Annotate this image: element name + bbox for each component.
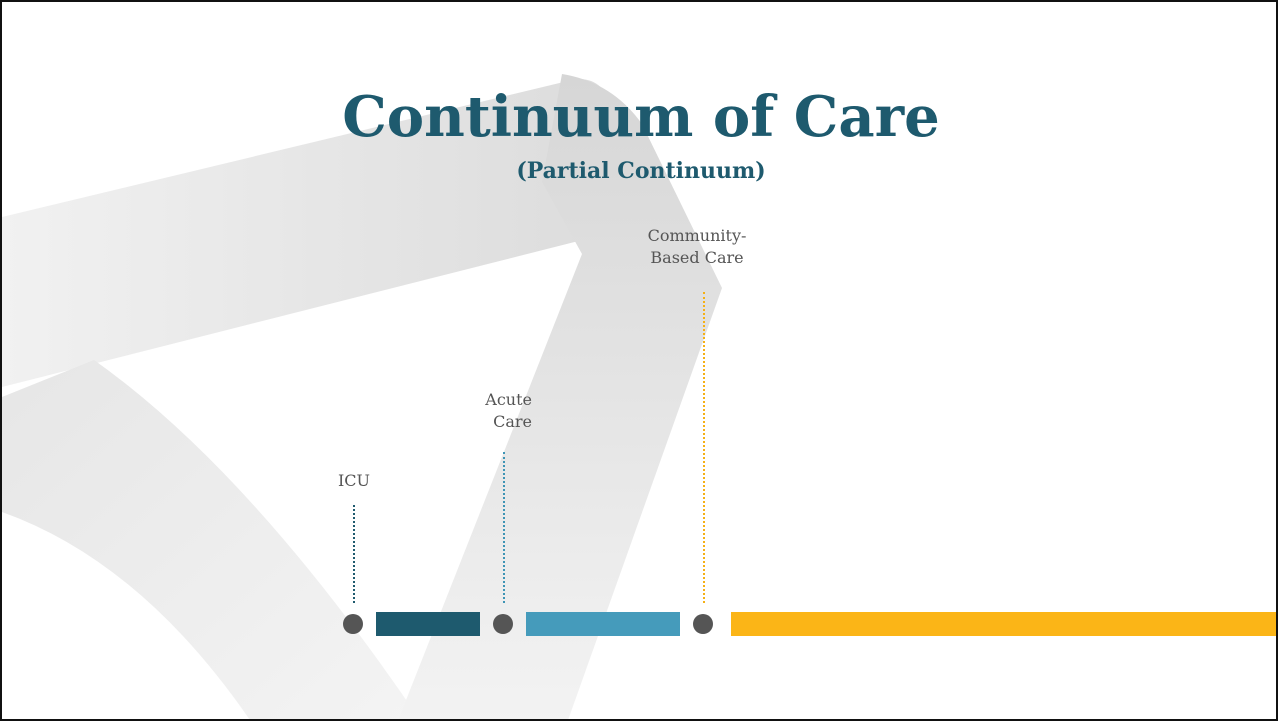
ribbon-left: [2, 360, 420, 719]
icu-connector-line: [353, 505, 355, 603]
page-subtitle: (Partial Continuum): [516, 158, 766, 184]
page-title: Continuum of Care: [342, 84, 940, 150]
community-care-segment-bar: [731, 612, 1276, 636]
ribbon-diagonal: [398, 74, 722, 719]
acute-care-connector-line: [503, 452, 505, 603]
icu-node: [343, 614, 363, 634]
community-care-connector-line: [703, 292, 705, 603]
acute-care-node: [493, 614, 513, 634]
acute-care-segment-bar: [526, 612, 680, 636]
icu-label: ICU: [337, 471, 371, 490]
icu-segment-bar: [376, 612, 480, 636]
acute-care-label: Acute Care: [485, 390, 532, 431]
community-care-node: [693, 614, 713, 634]
ribbon-top: [2, 79, 614, 388]
community-based-care-label: Community- Based Care: [647, 226, 747, 267]
